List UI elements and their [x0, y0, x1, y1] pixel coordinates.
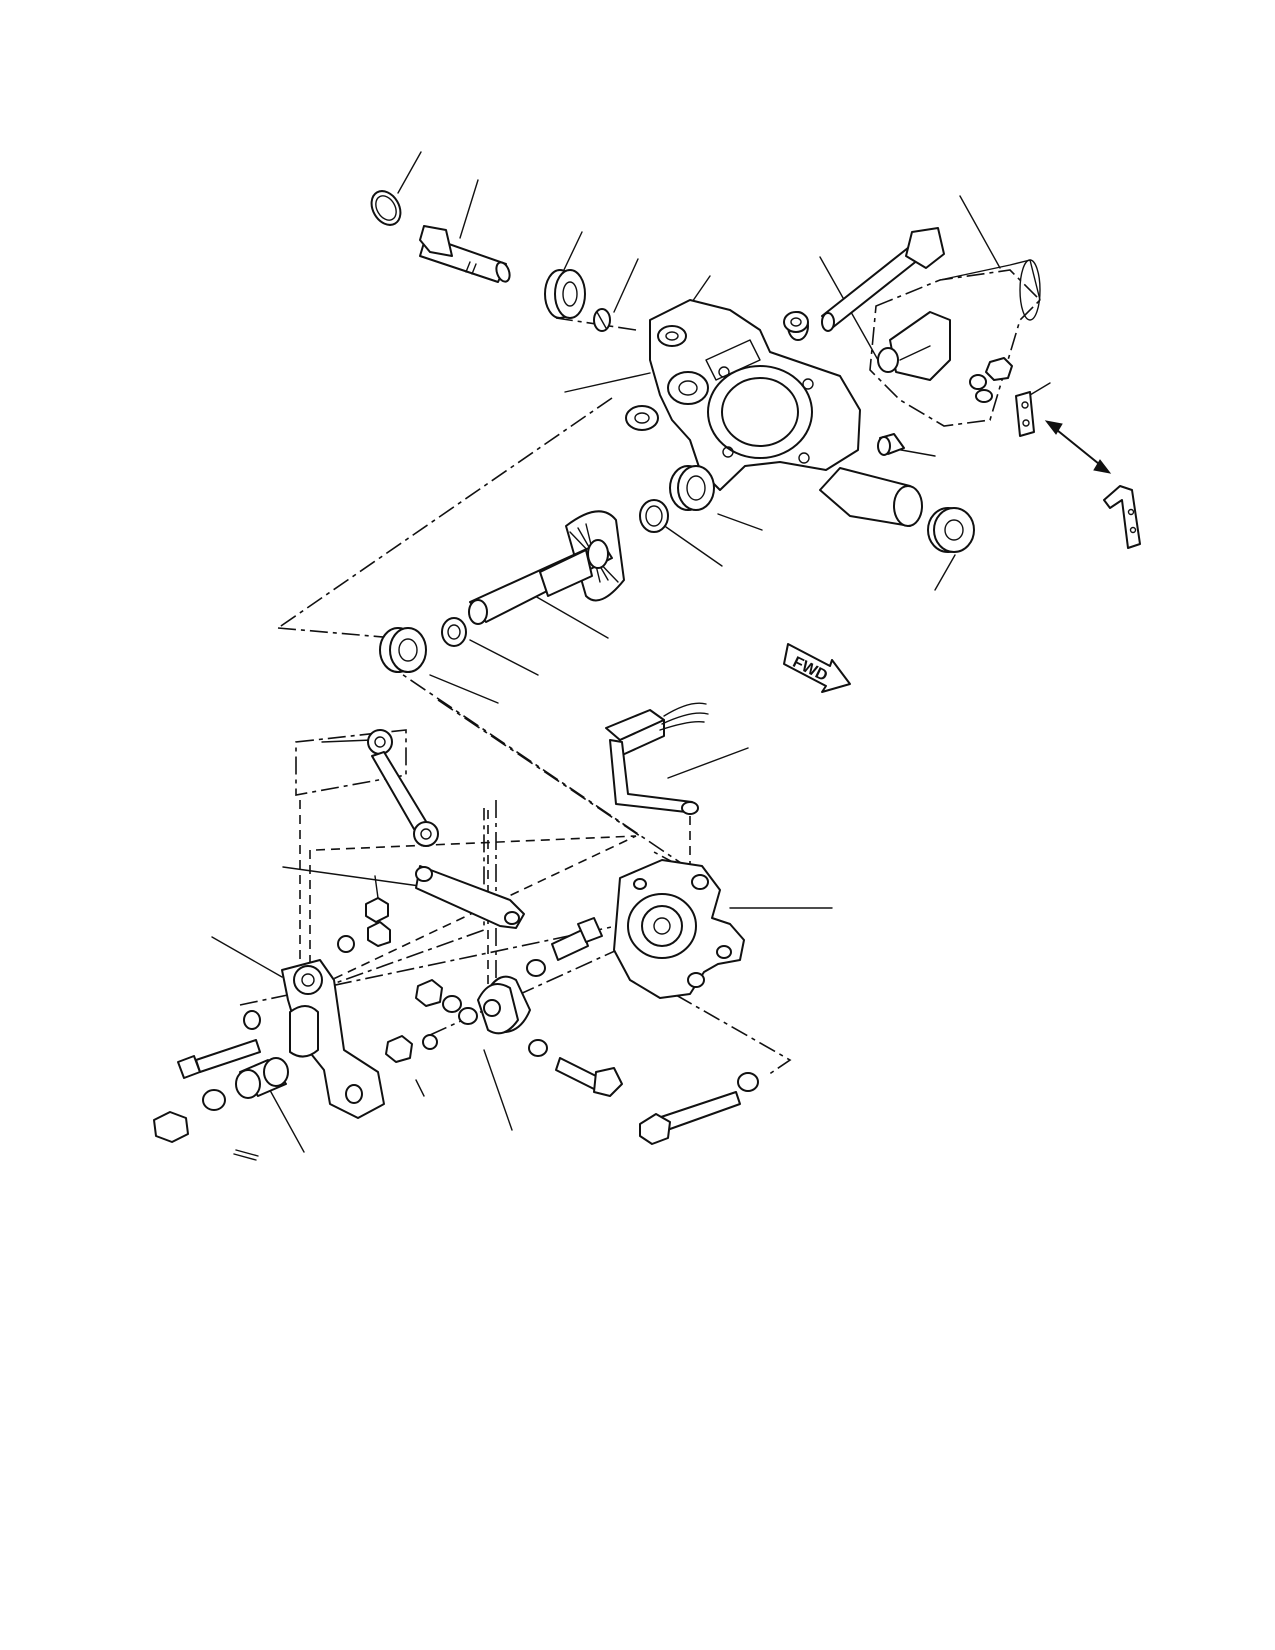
shim-plate — [1015, 391, 1035, 437]
retaining-ring — [370, 190, 402, 226]
microswitch-bracket — [605, 702, 709, 815]
bearing-housing-flange — [669, 465, 715, 511]
ring-seal — [639, 499, 669, 533]
bolt-long-upper — [787, 227, 945, 341]
bearing-right — [927, 507, 975, 553]
bolt-long-lower — [639, 1072, 759, 1145]
upper-assembly-phantom-lines — [277, 317, 707, 881]
interchange-arrow — [1044, 420, 1112, 474]
spacer-tube — [819, 467, 923, 527]
nut-castle-left — [153, 1111, 259, 1161]
mounting-plate-phantom — [869, 259, 1042, 427]
control-lever-left — [281, 959, 385, 1119]
gearbox-cover-flange — [613, 859, 745, 999]
bolt-left — [177, 1010, 261, 1079]
leader-lines — [211, 151, 1051, 1153]
bolt-mid — [526, 917, 623, 1097]
washer-upper-left — [625, 405, 659, 431]
bearing-lower-left — [379, 627, 427, 673]
bellcrank-lower — [458, 975, 531, 1035]
lock-washer-upper — [593, 308, 611, 332]
bellcrank-arm — [415, 865, 525, 929]
connecting-link — [367, 729, 439, 847]
nut-washer-mid — [385, 979, 462, 1097]
fwd-direction-arrow: FWD — [783, 643, 851, 693]
nut-washer-right — [969, 357, 1013, 403]
housing-bracket — [649, 299, 861, 491]
bearing-upper — [544, 269, 586, 319]
pivot-shaft — [419, 225, 511, 283]
washer-shaft — [441, 617, 467, 647]
cotter-pin-upper — [337, 875, 391, 953]
washer-upper-mid — [783, 311, 809, 333]
angle-clip — [1103, 485, 1141, 549]
bushing-left — [202, 1057, 289, 1111]
bushing-small — [877, 433, 905, 456]
sector-gear-shaft — [468, 510, 625, 625]
